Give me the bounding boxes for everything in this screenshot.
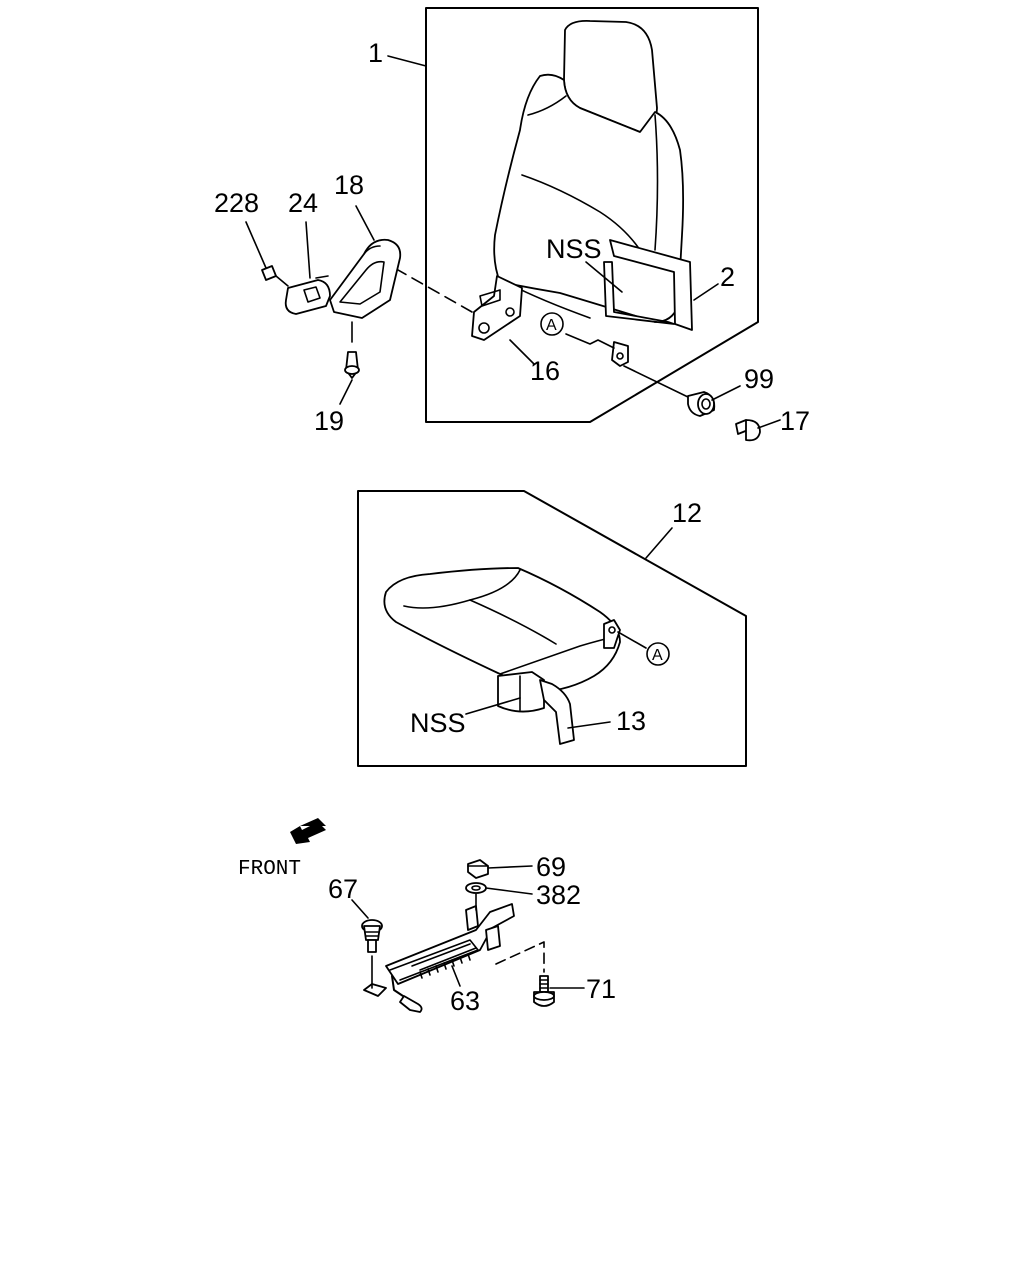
- cushion-bracket-a: [603, 619, 621, 649]
- front-arrow-icon: [290, 818, 326, 844]
- seat-adjuster-assembly: [290, 818, 585, 1013]
- ref-a-cushion-letter: A: [652, 647, 663, 664]
- back-side-flap: [609, 239, 693, 331]
- label-part-228: 228: [214, 188, 259, 218]
- nut-69: [467, 859, 489, 879]
- bushing-99: [623, 365, 716, 417]
- recliner-cover: [329, 238, 402, 319]
- label-part-382: 382: [536, 880, 581, 910]
- label-part-16: 16: [530, 356, 560, 386]
- label-part-2: 2: [720, 262, 735, 292]
- label-part-18: 18: [334, 170, 364, 200]
- label-nss-cushion: NSS: [410, 708, 466, 738]
- seat-cushion-assembly: [357, 490, 747, 767]
- seat-back-cushion: [493, 73, 685, 323]
- label-part-12: 12: [672, 498, 702, 528]
- label-part-69: 69: [536, 852, 566, 882]
- label-part-99: 99: [744, 364, 774, 394]
- bolt-71: [533, 975, 555, 1007]
- label-part-17: 17: [780, 406, 810, 436]
- label-part-19: 19: [314, 406, 344, 436]
- label-part-71: 71: [586, 974, 616, 1004]
- ref-a-back-letter: A: [546, 317, 557, 334]
- label-part-63: 63: [450, 986, 480, 1016]
- label-part-13: 13: [616, 706, 646, 736]
- seat-cushion: [383, 567, 621, 693]
- screw-228: [261, 265, 289, 287]
- reference-a-cushion: A: [646, 642, 670, 666]
- back-bracket-a: [611, 341, 629, 367]
- seat-back-assembly: [383, 7, 759, 423]
- screw-19: [344, 321, 360, 379]
- washer-382: [465, 882, 487, 911]
- bolt-17: [735, 419, 761, 442]
- label-part-67: 67: [328, 874, 358, 904]
- hinge-plate: [471, 275, 523, 341]
- recliner-knob: [284, 275, 331, 315]
- label-front: FRONT: [238, 858, 301, 881]
- label-part-1: 1: [368, 38, 383, 68]
- leader-lines-back: [245, 55, 781, 429]
- reference-a-back: A: [540, 312, 564, 336]
- label-part-24: 24: [288, 188, 318, 218]
- label-nss-back: NSS: [546, 234, 602, 264]
- bolt-67: [361, 919, 383, 989]
- seat-back-frame: [425, 7, 759, 423]
- cushion-front-flap: [497, 671, 545, 713]
- cushion-side-flap: [539, 679, 575, 745]
- part-number-labels: 1 228 24 18 NSS 2 16 99 17 19 12 NSS 13 …: [214, 38, 810, 1016]
- seat-cushion-frame: [357, 490, 747, 767]
